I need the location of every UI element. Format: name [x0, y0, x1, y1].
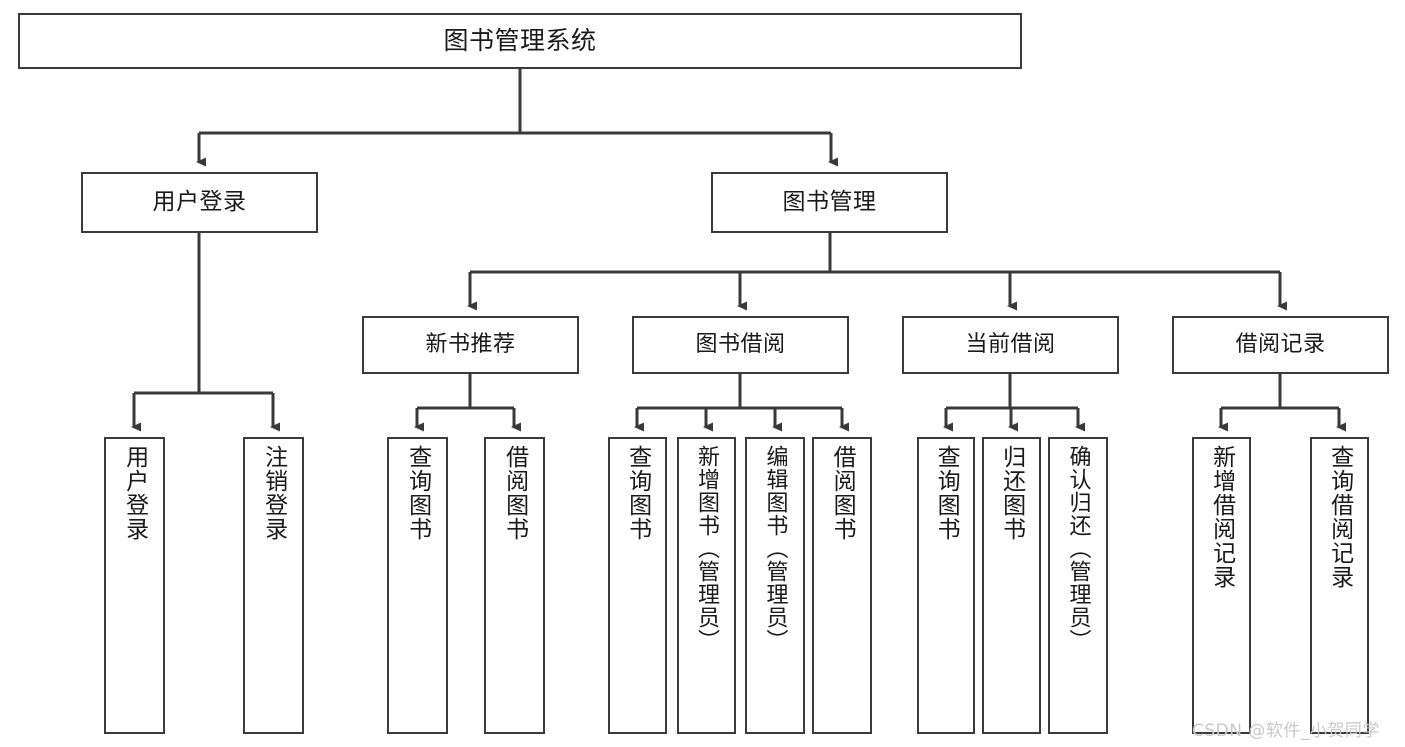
node-leaf-edit-book-label: 编辑图书（管理员） [762, 445, 788, 652]
node-leaf-logout[interactable]: 注销登录 [243, 437, 304, 734]
node-current-borrow[interactable]: 当前借阅 [902, 316, 1119, 374]
node-leaf-user-login-label: 用户登录 [121, 445, 148, 541]
node-root[interactable]: 图书管理系统 [18, 13, 1022, 69]
node-leaf-query-record-label: 查询借阅记录 [1326, 445, 1353, 589]
node-user-login-label: 用户登录 [152, 188, 247, 215]
node-current-borrow-label: 当前借阅 [965, 332, 1056, 358]
csdn-watermark: CSDN @软件_小贺同学 [1192, 721, 1380, 741]
node-leaf-borrow-book-1[interactable]: 借阅图书 [484, 437, 545, 734]
node-new-book-rec-label: 新书推荐 [425, 332, 516, 358]
node-leaf-user-login[interactable]: 用户登录 [104, 437, 165, 734]
node-leaf-logout-label: 注销登录 [260, 445, 287, 541]
node-leaf-query-record[interactable]: 查询借阅记录 [1310, 437, 1369, 734]
node-leaf-query-book-3-label: 查询图书 [933, 445, 960, 541]
node-book-borrow[interactable]: 图书借阅 [632, 316, 849, 374]
node-leaf-query-book-3[interactable]: 查询图书 [917, 437, 975, 734]
node-book-manage[interactable]: 图书管理 [711, 172, 948, 233]
node-leaf-add-book-label: 新增图书（管理员） [694, 445, 720, 652]
node-leaf-query-book-1[interactable]: 查询图书 [387, 437, 448, 734]
node-leaf-return-book[interactable]: 归还图书 [982, 437, 1041, 734]
node-leaf-borrow-book-1-label: 借阅图书 [501, 445, 528, 541]
node-new-book-rec[interactable]: 新书推荐 [362, 316, 579, 374]
node-leaf-add-record-label: 新增借阅记录 [1208, 445, 1235, 589]
node-leaf-query-book-2-label: 查询图书 [624, 445, 651, 541]
node-leaf-add-book[interactable]: 新增图书（管理员） [677, 437, 736, 734]
node-borrow-record[interactable]: 借阅记录 [1172, 316, 1389, 374]
node-book-borrow-label: 图书借阅 [695, 332, 786, 358]
node-leaf-add-record[interactable]: 新增借阅记录 [1192, 437, 1251, 734]
node-leaf-borrow-book-2[interactable]: 借阅图书 [812, 437, 872, 734]
node-leaf-query-book-2[interactable]: 查询图书 [608, 437, 667, 734]
node-leaf-edit-book[interactable]: 编辑图书（管理员） [745, 437, 805, 734]
node-leaf-confirm-return-label: 确认归还（管理员） [1065, 445, 1091, 652]
node-leaf-confirm-return[interactable]: 确认归还（管理员） [1048, 437, 1108, 734]
node-leaf-borrow-book-2-label: 借阅图书 [829, 445, 856, 541]
node-borrow-record-label: 借阅记录 [1235, 332, 1326, 358]
node-leaf-query-book-1-label: 查询图书 [404, 445, 431, 541]
node-user-login[interactable]: 用户登录 [81, 172, 318, 233]
node-book-manage-label: 图书管理 [782, 188, 877, 215]
node-root-label: 图书管理系统 [443, 26, 597, 56]
node-leaf-return-book-label: 归还图书 [998, 445, 1025, 541]
